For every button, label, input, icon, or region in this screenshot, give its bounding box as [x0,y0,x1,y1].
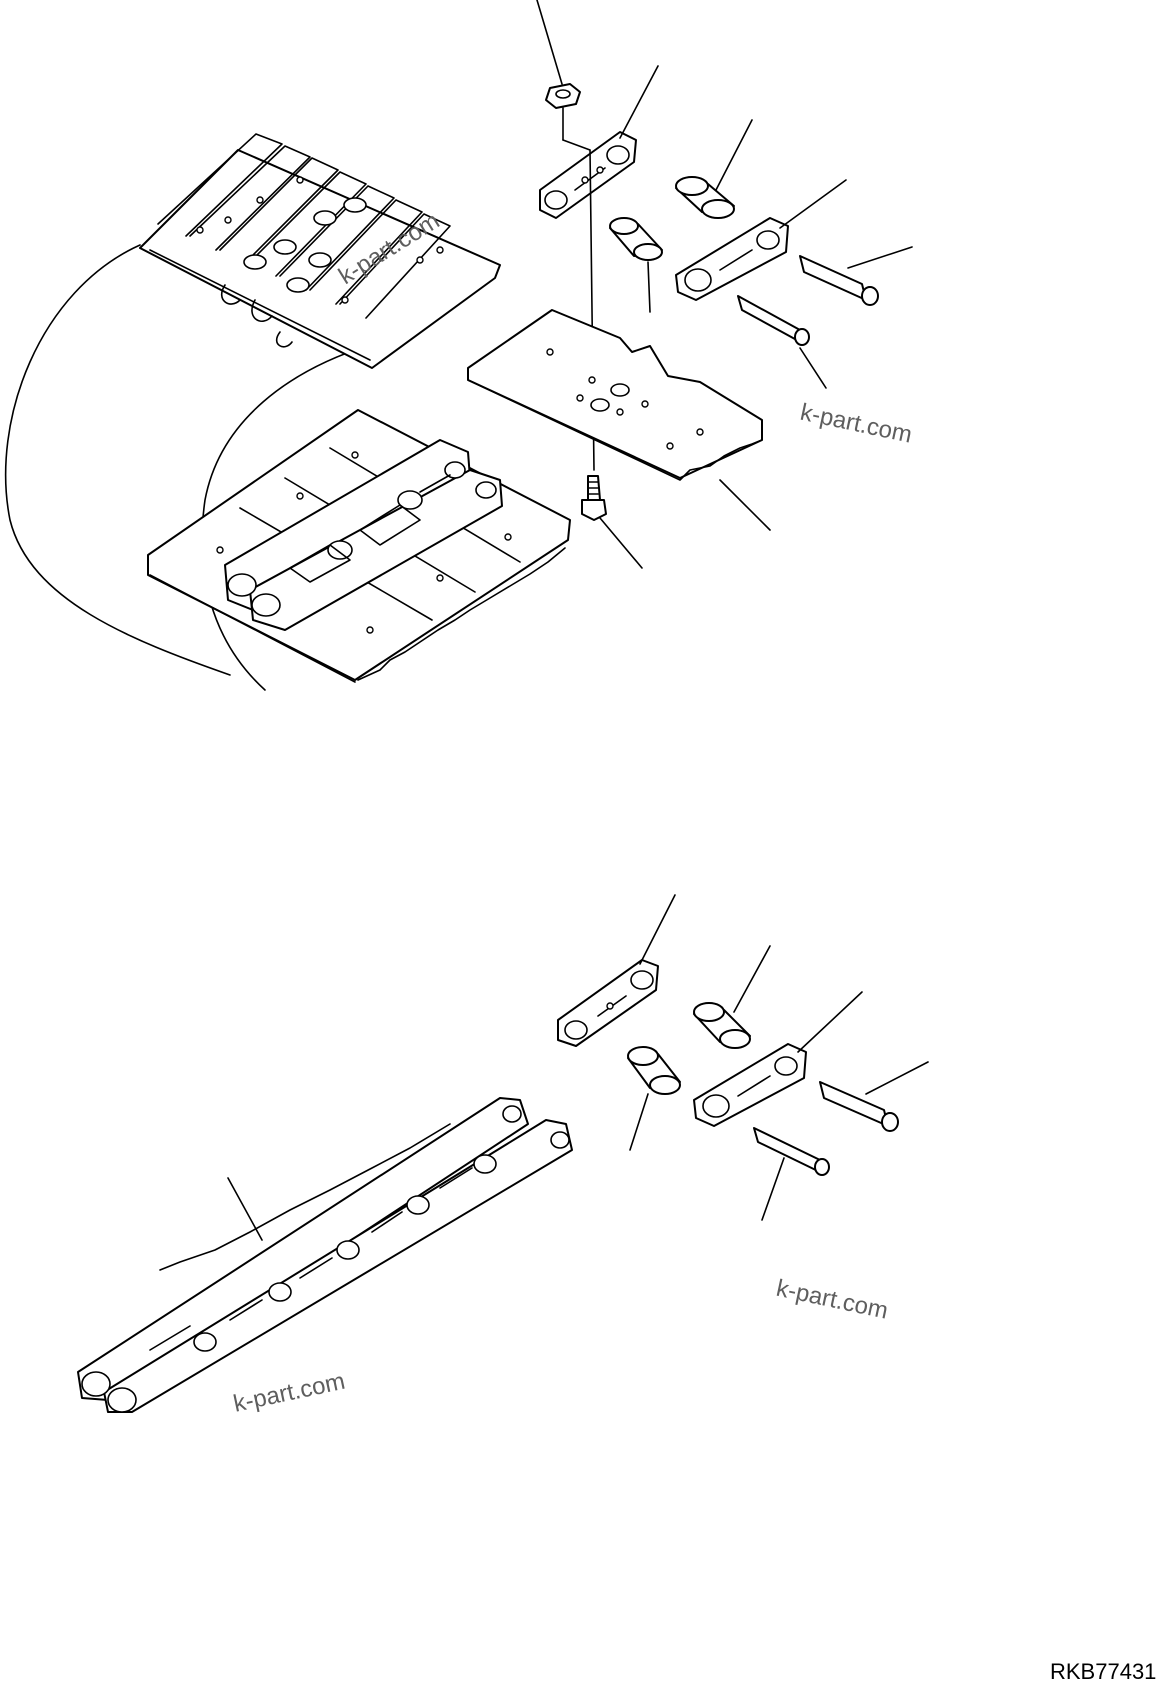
track-shoe [467,309,763,481]
master-pin-b [819,1081,899,1132]
lower-link-chain [224,439,503,631]
bushing-upper [675,176,735,219]
master-link-left-b [557,959,659,1047]
leader-pin-b [761,1157,785,1221]
leader-bushing-lower [647,261,651,313]
master-link-right [675,217,789,301]
leader-bushing-lower-b [629,1093,649,1151]
leader-track-shoe [719,479,771,531]
track-loop-outline [4,244,231,676]
leader-shoe-bolt [599,517,643,569]
drawing-number: RKB77431 [1050,1659,1156,1684]
track-shoe-assembly [4,0,913,691]
bushing-lower [609,217,663,261]
link-chain [77,1097,573,1413]
leader-master-link-right-b [797,991,863,1053]
pin [737,295,810,346]
master-pin [799,255,879,306]
track-loop-inner [201,344,371,691]
bushing-upper-b [693,1002,751,1049]
master-link-right-b [693,1043,807,1127]
master-link-left [539,131,637,219]
leader-master-pin-b [865,1061,929,1095]
leader-master-pin [847,246,913,269]
nut [545,83,581,109]
leader-pin [799,347,827,389]
bushing-lower-b [627,1046,681,1095]
upper-shoes [139,133,501,369]
leader-link-chain [227,1177,263,1241]
leader-master-link-left-b [639,894,676,965]
leader-nut [536,0,563,85]
nut-axis-join [562,139,591,151]
watermark-bottom-left: k-part.com [231,1368,347,1418]
leader-master-link-right [779,179,847,229]
leader-bushing-upper [715,119,753,191]
shoe-bolt [581,475,607,521]
watermark-bottom-right: k-part.com [774,1275,890,1325]
pin-b [753,1127,830,1176]
link-assembly [77,894,929,1413]
leader-bushing-upper-b [733,945,771,1013]
watermark-top-right: k-part.com [798,399,914,449]
leader-master-link-left [619,65,659,139]
